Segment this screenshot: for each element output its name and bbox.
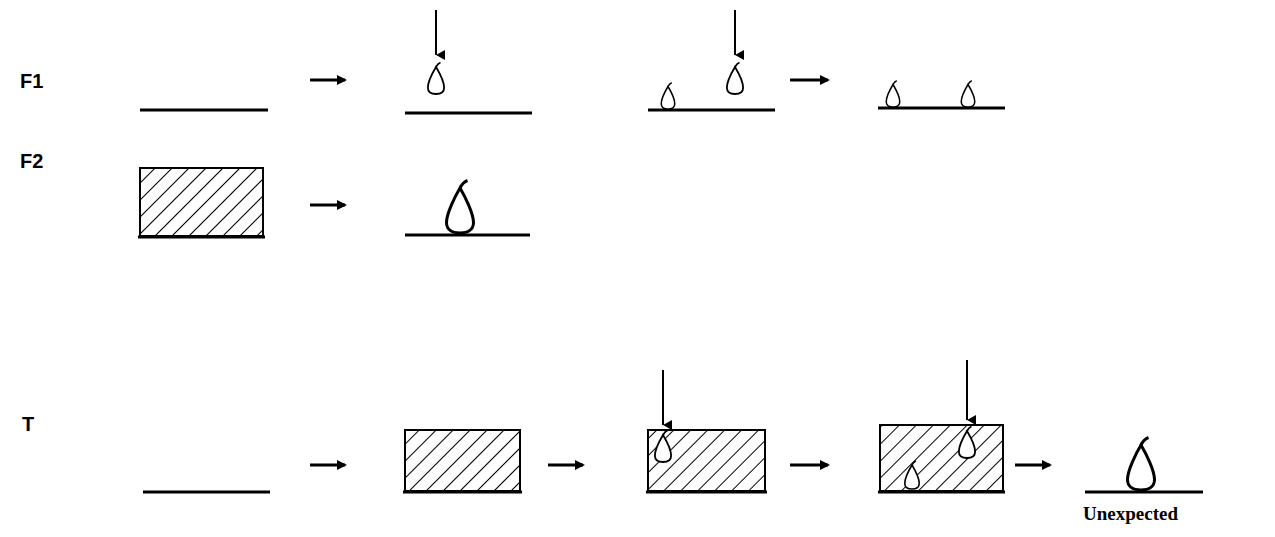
row-label: F2 [20, 150, 43, 173]
row-label: T [22, 413, 34, 436]
outcome-note: Unexpected [1083, 503, 1178, 525]
row-f1 [140, 10, 1005, 113]
row-label: F1 [20, 70, 43, 93]
row-f2 [138, 168, 530, 237]
row-t [143, 360, 1203, 492]
